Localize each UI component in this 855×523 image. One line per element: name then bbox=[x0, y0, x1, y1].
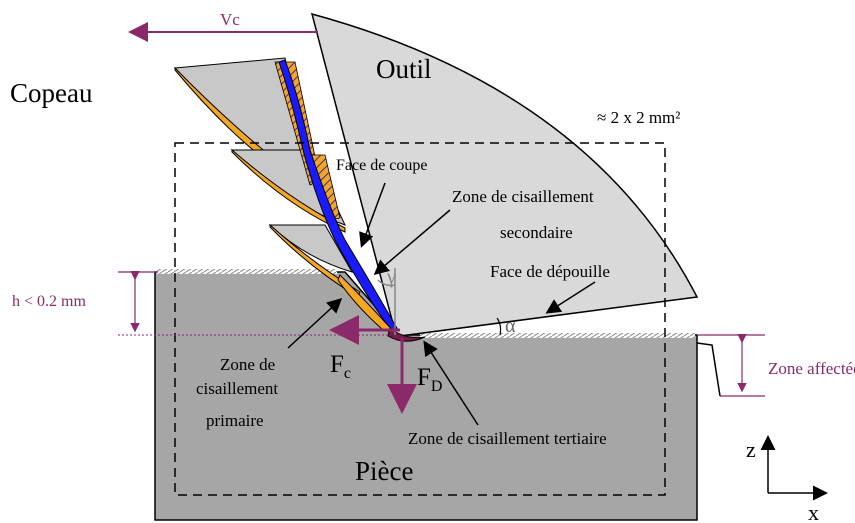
fc-label: Fc bbox=[330, 351, 351, 382]
face-coupe-label: Face de coupe bbox=[336, 157, 428, 174]
gamma-angle bbox=[377, 268, 396, 335]
zone-affectee-label: Zone affectée bbox=[768, 359, 855, 378]
alpha-label: α bbox=[505, 315, 516, 337]
zone-primaire-label-1: Zone de bbox=[220, 355, 275, 374]
vc-label: Vc bbox=[220, 10, 240, 29]
piece-label: Pièce bbox=[355, 456, 413, 486]
axis-x-label: x bbox=[808, 500, 819, 523]
fd-label: FD bbox=[417, 364, 442, 395]
h-dimension bbox=[118, 270, 390, 336]
gamma-label: γ bbox=[386, 266, 396, 288]
zone-primaire-label-2: cisaillement bbox=[196, 379, 278, 398]
analysis-zone-border bbox=[174, 142, 666, 496]
zone-secondaire-label-2: secondaire bbox=[500, 223, 573, 242]
copeau-label: Copeau bbox=[10, 78, 93, 108]
zone-tertiaire-label: Zone de cisaillement tertiaire bbox=[408, 429, 607, 448]
face-depouille-label: Face de dépouille bbox=[490, 262, 610, 281]
xz-axes bbox=[760, 435, 828, 501]
axis-z-label: z bbox=[746, 437, 756, 462]
affected-zone-dimension bbox=[696, 333, 765, 397]
zone-primaire-label-3: primaire bbox=[206, 411, 264, 430]
area-label: ≈ 2 x 2 mm² bbox=[597, 108, 680, 127]
leader-arrows bbox=[287, 182, 596, 426]
h-label: h < 0.2 mm bbox=[12, 293, 86, 310]
outil-label: Outil bbox=[376, 54, 432, 84]
zone-secondaire-label-1: Zone de cisaillement bbox=[452, 187, 594, 206]
alpha-angle bbox=[496, 317, 502, 336]
